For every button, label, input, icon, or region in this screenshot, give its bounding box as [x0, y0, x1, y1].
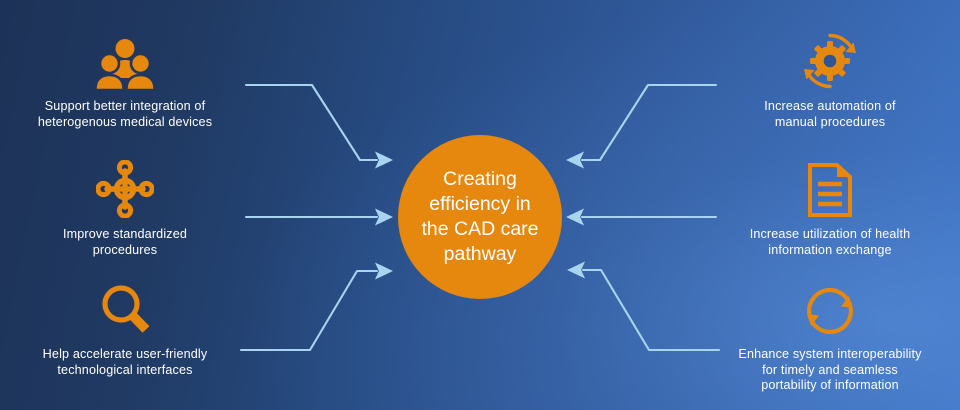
- center-hub-label: Creating efficiency in the CAD care path…: [421, 168, 539, 265]
- node-label: Support better integration of heterogeno…: [37, 99, 213, 129]
- node-label: Improve standardized procedures: [62, 227, 188, 257]
- people-group-icon: [94, 39, 156, 90]
- arrow-interface-to-hub: [239, 262, 393, 352]
- arrow-interoperable-to-hub: [567, 261, 721, 352]
- node-improve-standardized[interactable]: Improve standardized procedures: [10, 152, 240, 258]
- node-user-friendly-interfaces[interactable]: Help accelerate user-friendly technologi…: [10, 272, 240, 378]
- node-support-devices[interactable]: Support better integration of heterogeno…: [10, 24, 240, 130]
- icon-slot: [715, 272, 945, 338]
- node-increase-automation[interactable]: Increase automation of manual procedures: [715, 24, 945, 130]
- center-hub-circle[interactable]: Creating efficiency in the CAD care path…: [398, 135, 562, 299]
- node-health-information-exchange[interactable]: Increase utilization of health informati…: [715, 152, 945, 258]
- sync-circle-icon: [807, 287, 853, 335]
- icon-slot: [10, 272, 240, 338]
- node-system-interoperability[interactable]: Enhance system interoperability for time…: [715, 272, 945, 394]
- node-label: Help accelerate user-friendly technologi…: [42, 347, 208, 377]
- icon-slot: [715, 24, 945, 90]
- gear-refresh-icon: [804, 33, 856, 89]
- node-label: Increase automation of manual procedures: [764, 99, 896, 129]
- icon-slot: [10, 24, 240, 90]
- node-label: Enhance system interoperability for time…: [738, 347, 922, 392]
- arrow-automation-to-hub: [566, 83, 718, 169]
- icon-slot: [10, 152, 240, 218]
- magnifier-icon: [102, 285, 150, 333]
- icon-slot: [715, 152, 945, 218]
- document-lines-icon: [808, 163, 852, 217]
- network-hub-icon: [96, 160, 154, 218]
- node-label: Increase utilization of health informati…: [749, 227, 911, 257]
- arrow-devices-to-hub: [244, 83, 393, 169]
